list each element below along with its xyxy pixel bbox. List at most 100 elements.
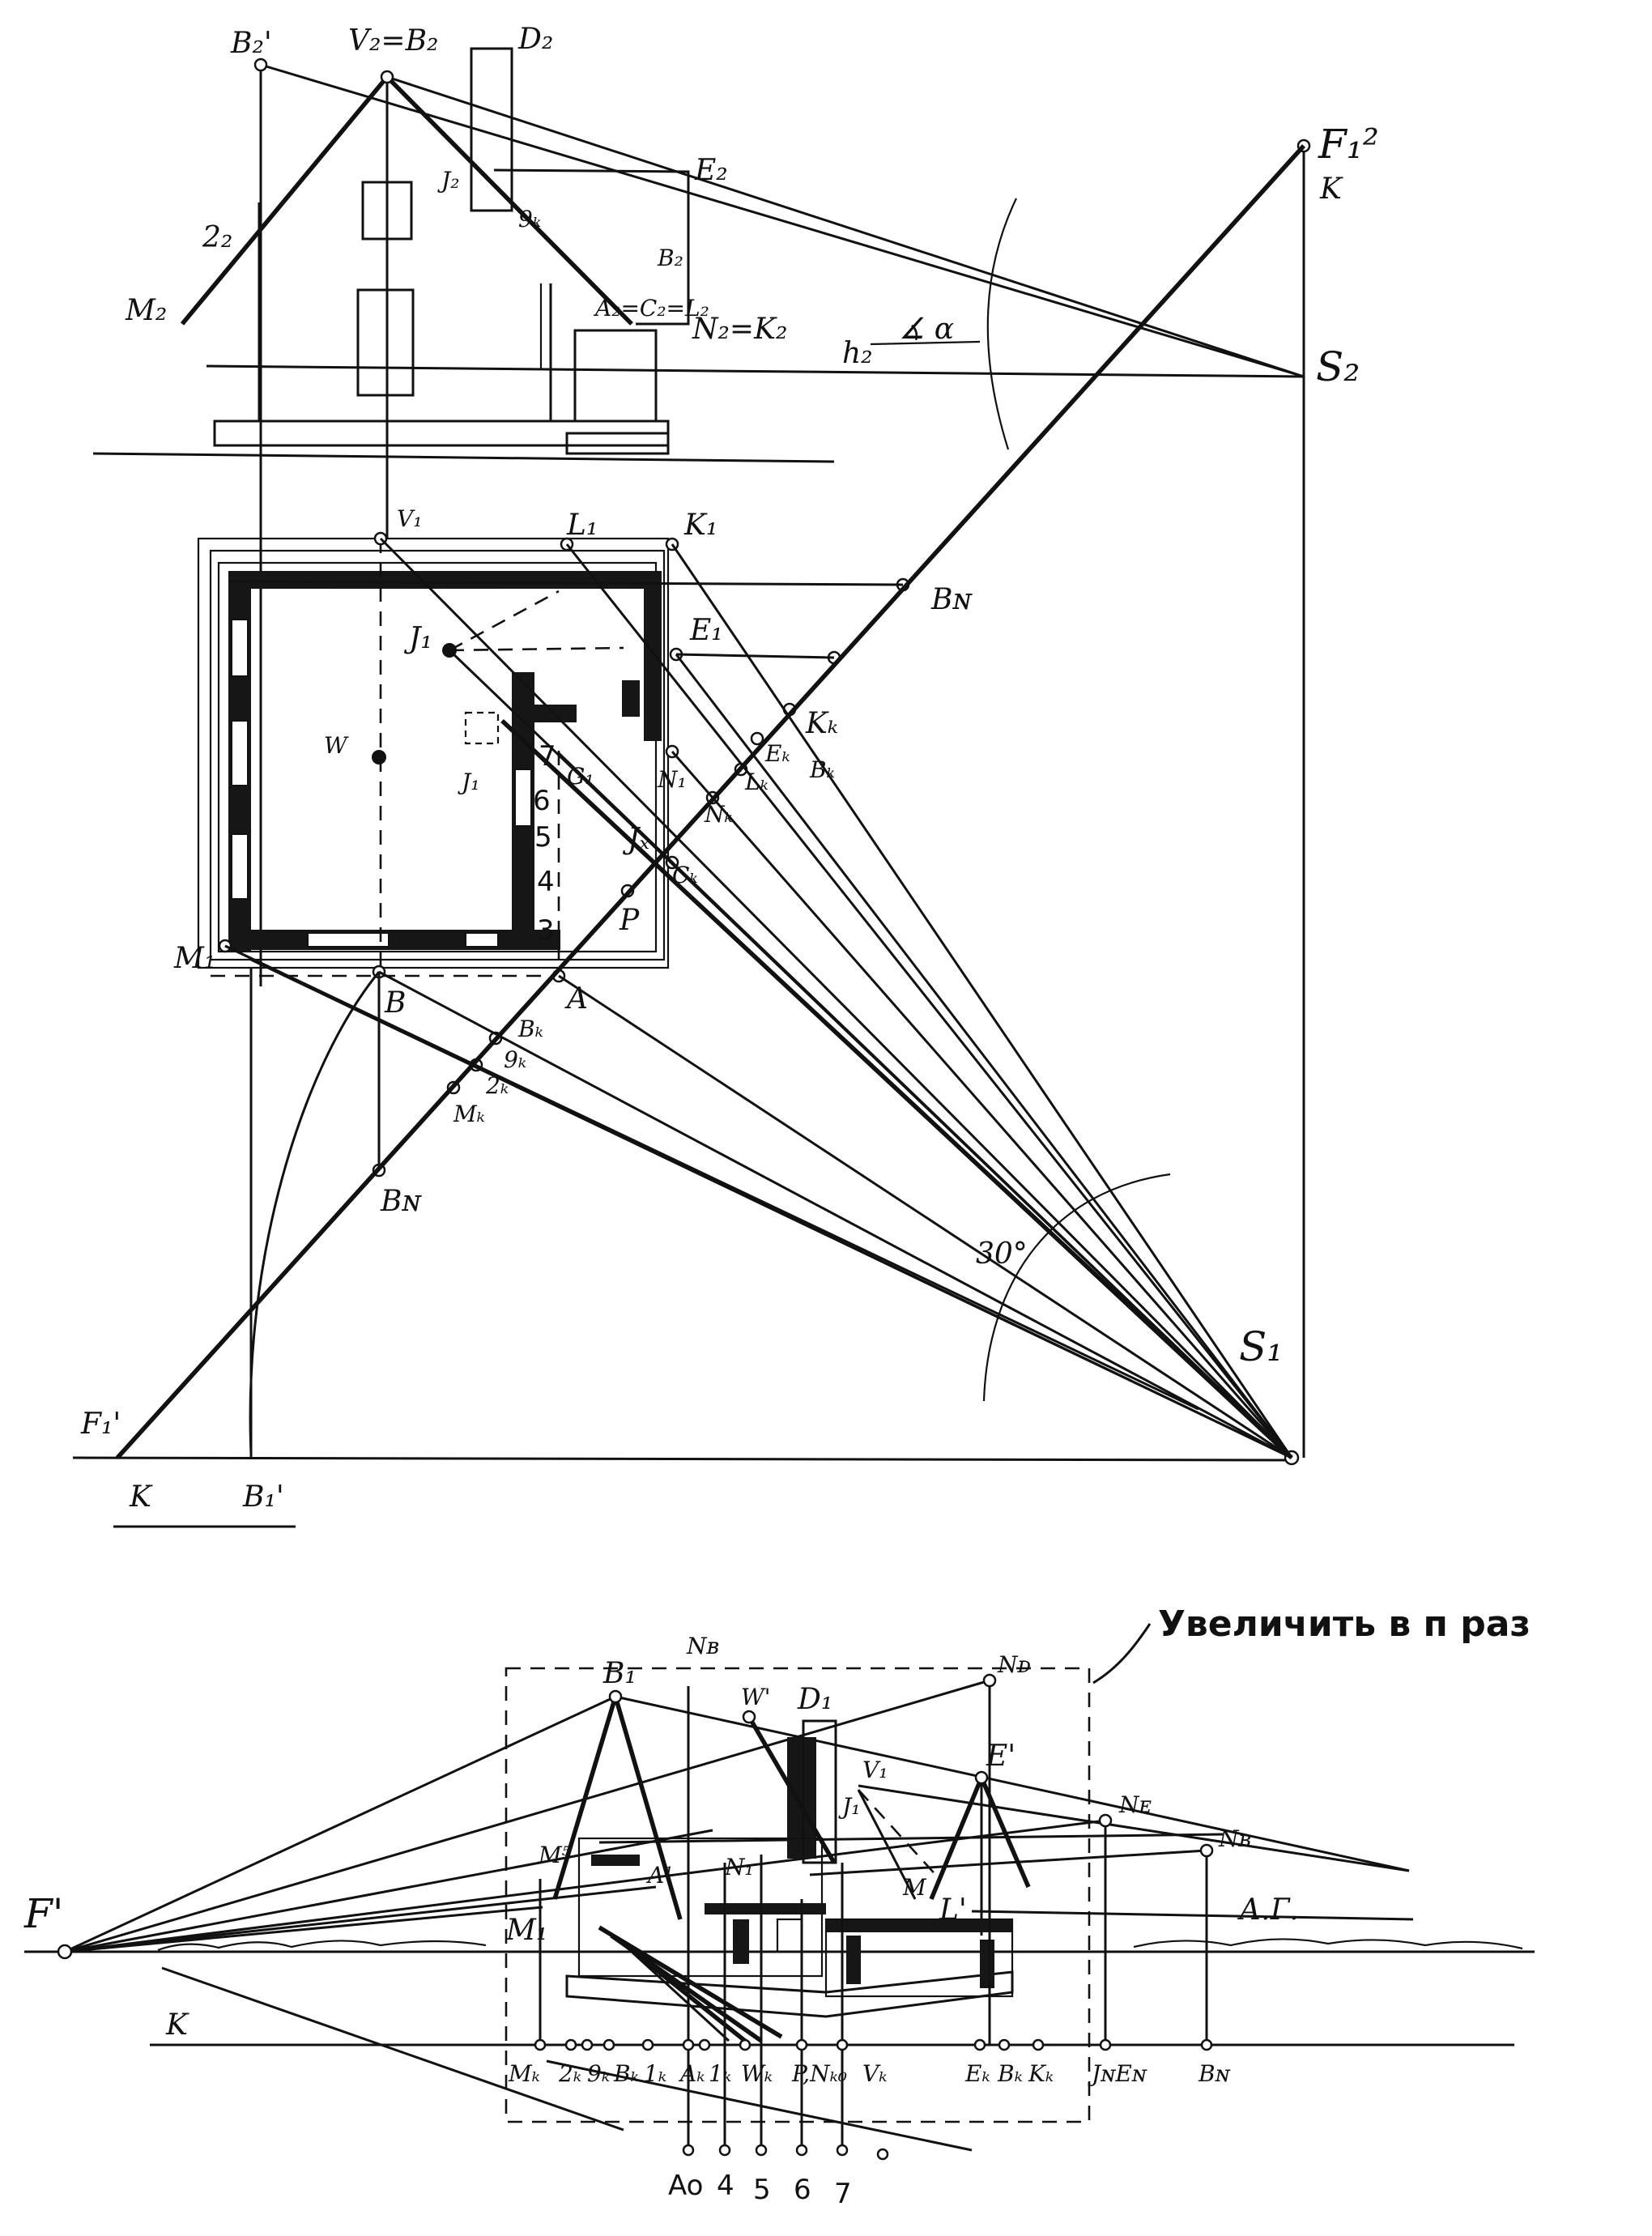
persp-dashed (858, 1789, 940, 1880)
label-z2: 2₂ (202, 221, 232, 254)
svg-text:P,Nₖ₀: P,Nₖ₀ (791, 2060, 847, 2087)
label-g-k: 9ₖ (518, 206, 541, 232)
label-w-prime: W' (741, 1684, 770, 1710)
label-b1: B₁ (602, 1657, 637, 1690)
plan-outer-frame (197, 537, 670, 969)
label-m: M (902, 1874, 927, 1901)
label-k-top: K (1319, 172, 1343, 206)
label-b: B (384, 986, 406, 1020)
persp-door-dark (733, 1919, 749, 1964)
label-angle: 30° (976, 1237, 1028, 1271)
label-b2-right: B₂ (657, 245, 683, 271)
plan-window-2 (231, 720, 249, 786)
svg-text:7: 7 (834, 2178, 852, 2210)
persp-column-2 (980, 1940, 994, 1988)
label-k1: K₁ (683, 509, 717, 542)
label-ne: Nᴇ (1118, 1791, 1152, 1818)
label-bn-top: Bɴ (930, 583, 973, 616)
label-num-6: 6 (533, 785, 551, 817)
label-m5: M⁵ (538, 1842, 571, 1868)
front-elevation: B₂' V₂=B₂ D₂ E₂ J₂ 9ₖ 2₂ M₂ B₂ A₂=C₂=L₂ … (92, 23, 1379, 1458)
persp-v1-line (857, 1789, 917, 1900)
label-k-line: K (165, 2008, 189, 2042)
plan-k-line (72, 1456, 1296, 1462)
label-e-prime: E' (986, 1740, 1015, 1773)
label-j1-low: J₁ (458, 769, 479, 795)
persp-eave-3 (705, 1903, 826, 1914)
label-ag: А.Г. (1237, 1893, 1299, 1927)
svg-text:6: 6 (794, 2174, 811, 2206)
perspective-view: Увеличить в п раз F' B₁ Nʙ W' D₁ Nᴅ V₁ E… (23, 1604, 1535, 2210)
label-num-7: 7 (539, 740, 556, 773)
svg-text:Bɴ: Bɴ (1198, 2060, 1231, 2087)
ray-right-5 (971, 1910, 1414, 1921)
bottom-row-labels: Mₖ 2ₖ 9ₖ Bₖ 1ₖ Aₖ 1ₖ Wₖ P,Nₖ₀ Vₖ Eₖ Bₖ K… (508, 2060, 1231, 2087)
label-n1: N₁ (657, 766, 687, 793)
floor-plan: V₁ L₁ K₁ Bɴ J₁ E₁ Kₖ Eₖ Bₖ W J₁ G₁ N₁ Lₖ… (72, 144, 1306, 1528)
label-nb-right: Nʙ (1218, 1825, 1251, 1852)
lower-window (356, 288, 415, 397)
angle-arc-alpha (986, 198, 1017, 450)
persp-base (565, 1970, 1014, 2018)
plan-window-1 (231, 619, 249, 677)
line-b2-s2 (260, 63, 1305, 378)
label-nd: Nᴅ (997, 1651, 1031, 1678)
chimney-plan (464, 711, 500, 745)
label-bk: Bₖ (517, 1016, 543, 1042)
roof-right-slope (385, 75, 633, 326)
wall-top (228, 571, 662, 589)
horizon-line-h2 (206, 364, 1305, 378)
persp-chimney-dark (787, 1737, 816, 1859)
landscape-right (1133, 1938, 1523, 1950)
label-v2-b2: V₂=B₂ (348, 24, 438, 57)
label-n1: N₁ (724, 1854, 754, 1880)
angle-arc-30 (982, 1173, 1171, 1402)
svg-text:1ₖ: 1ₖ (709, 2060, 731, 2087)
point-w-prime (742, 1710, 756, 1724)
label-m2: M₂ (125, 294, 167, 327)
label-nk: Nₖ (704, 801, 733, 828)
roof-left-slope (180, 75, 390, 326)
svg-text:JɴEɴ: JɴEɴ (1088, 2060, 1147, 2087)
dash-j1-e (449, 646, 624, 652)
alpha-leader (870, 340, 981, 346)
label-e2: E₂ (694, 154, 728, 187)
point-v2 (380, 70, 394, 84)
label-k-bottom: K (129, 1480, 153, 1514)
label-h2: h₂ (842, 337, 873, 370)
label-nb-top: Nʙ (686, 1633, 719, 1659)
label-w: W (324, 732, 349, 759)
svg-text:Ao: Ao (668, 2170, 703, 2202)
oblique-line-1 (161, 1966, 624, 2132)
persp-window (776, 1918, 803, 1953)
label-bn: Bɴ (380, 1185, 422, 1218)
label-f1-1: F₁' (80, 1408, 121, 1441)
label-g1: G₁ (567, 763, 594, 790)
point-ek (750, 731, 764, 746)
oblique-line-2 (546, 2059, 973, 2152)
visual-rays (224, 537, 1293, 1460)
persp-eave-1 (591, 1855, 640, 1866)
label-f-prime: F' (23, 1890, 63, 1937)
label-alpha: ∡ α (899, 313, 954, 346)
label-b2-prime: B₂' (230, 27, 272, 60)
measure-rays (598, 1925, 783, 2043)
label-num-4: 4 (537, 866, 555, 898)
svg-text:Mₖ: Mₖ (508, 2060, 540, 2087)
point-e-prime (974, 1770, 989, 1785)
label-ek: Eₖ (764, 740, 790, 767)
point-nb-right (1199, 1843, 1214, 1858)
label-l-prime: L' (939, 1893, 967, 1927)
plan-inner-frame (209, 549, 666, 961)
label-a1: A¹ (645, 1862, 673, 1889)
label-gk: 9ₖ (504, 1046, 526, 1073)
persp-gable-left (929, 1776, 984, 1901)
label-b1-prime: B₁' (242, 1480, 284, 1514)
ray-right-2 (858, 1784, 1410, 1872)
svg-text:Vₖ: Vₖ (862, 2060, 887, 2087)
label-num-5: 5 (534, 821, 552, 854)
point-ne (1098, 1813, 1113, 1828)
label-j1: J₁ (403, 622, 432, 655)
proj-top-bn (228, 580, 904, 586)
svg-text:9ₖ: 9ₖ (587, 2060, 610, 2087)
